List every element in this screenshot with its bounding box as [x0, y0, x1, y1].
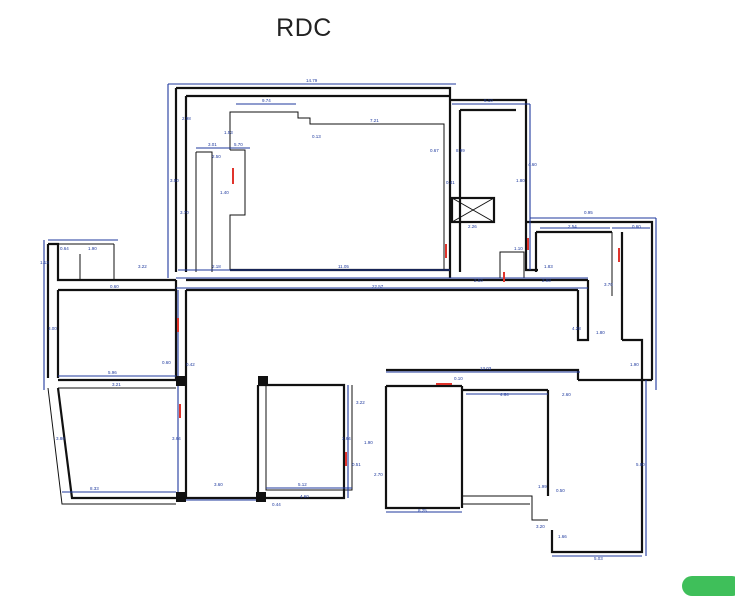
dim-label: 4.60	[300, 494, 309, 499]
dim-label: 8.25	[418, 508, 427, 513]
dim-label: 2.50	[212, 154, 221, 159]
dim-label: 2.98	[182, 116, 191, 121]
dim-label: 3.70	[604, 282, 613, 287]
status-badge	[682, 576, 735, 596]
dim-label: 3.21	[112, 382, 121, 387]
dim-label: 1.80	[596, 330, 605, 335]
dim-label: 9.74	[262, 98, 271, 103]
dim-label: 3.01	[208, 142, 217, 147]
dim-label: 1.83	[544, 264, 553, 269]
dim-label: 0.95	[584, 210, 593, 215]
dim-label: 1.53	[224, 130, 233, 135]
dim-label: 0.44	[272, 502, 281, 507]
opening-markers	[177, 168, 620, 466]
dim-label: 13.03	[480, 366, 492, 371]
dim-label: 0.42	[186, 362, 195, 367]
dimension-lines	[43, 83, 657, 557]
structural-posts	[176, 376, 268, 502]
dim-label: 5.70	[234, 142, 243, 147]
dim-label: 0.13	[312, 134, 321, 139]
dimension-labels: 14.79 9.74 7.21 3.01 5.70 0.13 3.50 2.50…	[40, 78, 645, 561]
dim-label: 3.64	[172, 436, 181, 441]
dim-label: 1.40	[220, 190, 229, 195]
dim-label: 3.70	[180, 210, 189, 215]
dim-label: 3.60	[214, 482, 223, 487]
dim-label: 1.66	[558, 534, 567, 539]
plan-title: RDC	[276, 14, 332, 42]
dim-label: 1.80	[516, 178, 525, 183]
dim-label: 0.51	[352, 462, 361, 467]
dim-label: 0.10	[454, 376, 463, 381]
dim-label: 3.20	[536, 524, 545, 529]
dim-label: 0.41	[446, 180, 455, 185]
dim-label: 0.60	[632, 224, 641, 229]
dim-label: 7.21	[370, 118, 379, 123]
dim-label: 1.90	[364, 440, 373, 445]
dim-label: 2.54	[568, 224, 577, 229]
dim-label: 4.64	[500, 392, 509, 397]
dim-label: 5.03	[594, 556, 603, 561]
dim-label: 8.99	[456, 148, 465, 153]
dim-label: 2.26	[468, 224, 477, 229]
dim-label: 2.70	[374, 472, 383, 477]
dim-label: 0.67	[430, 148, 439, 153]
dim-label: 0.50	[556, 488, 565, 493]
dim-label: 1.90	[630, 362, 639, 367]
dim-label: 4.28	[572, 326, 581, 331]
dim-label: 5.80	[636, 462, 645, 467]
dim-label: 22.57	[372, 284, 384, 289]
dim-label: 3.50	[170, 178, 179, 183]
dim-label: 2.98	[542, 278, 551, 283]
dim-label: 1.10	[514, 246, 523, 251]
dim-label: 8.10	[484, 98, 493, 103]
dim-label: 5.12	[298, 482, 307, 487]
dim-label: 3.22	[138, 264, 147, 269]
dim-label: 2.50	[474, 278, 483, 283]
dim-label: 3.80	[56, 436, 65, 441]
dim-label: 1.90	[88, 246, 97, 251]
dim-label: 14.79	[306, 78, 318, 83]
dim-label: 2.60	[562, 392, 571, 397]
dim-label: 8.33	[90, 486, 99, 491]
dim-label: 3.00	[48, 326, 57, 331]
dim-label: 4.60	[528, 162, 537, 167]
dim-label: 1.13	[40, 260, 49, 265]
dim-label: 0.60	[162, 360, 171, 365]
dim-label: 5.96	[108, 370, 117, 375]
dim-label: 0.64	[60, 246, 69, 251]
dim-label: 3.64	[342, 436, 351, 441]
dim-label: 11.05	[338, 264, 349, 269]
dim-label: 3.22	[356, 400, 365, 405]
dim-label: 0.60	[110, 284, 119, 289]
dim-label: 2.18	[212, 264, 221, 269]
dim-label: 1.99	[538, 484, 547, 489]
walls	[46, 86, 654, 554]
